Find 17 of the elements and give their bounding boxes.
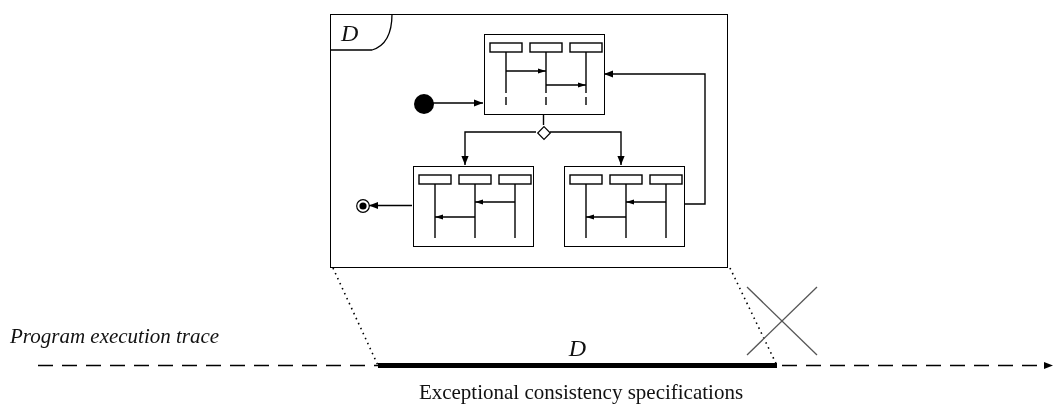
final-state-icon bbox=[356, 199, 370, 213]
frame-label: D bbox=[341, 20, 359, 47]
zoom-guide-line bbox=[332, 267, 379, 367]
arrow bbox=[461, 131, 537, 166]
sequence-box bbox=[413, 166, 534, 247]
decision-diamond bbox=[537, 126, 551, 140]
arrow bbox=[603, 70, 706, 205]
arrow bbox=[549, 131, 625, 166]
arrow bbox=[368, 201, 413, 210]
sequence-box bbox=[564, 166, 685, 247]
caption-label: Exceptional consistency specifications bbox=[417, 380, 745, 405]
sequence-box bbox=[484, 34, 605, 115]
axis-label: Program execution trace bbox=[10, 324, 220, 349]
arrow bbox=[432, 99, 484, 107]
initial-state-icon bbox=[414, 94, 434, 114]
segment-label: D bbox=[567, 335, 588, 362]
frame-box bbox=[330, 14, 728, 268]
